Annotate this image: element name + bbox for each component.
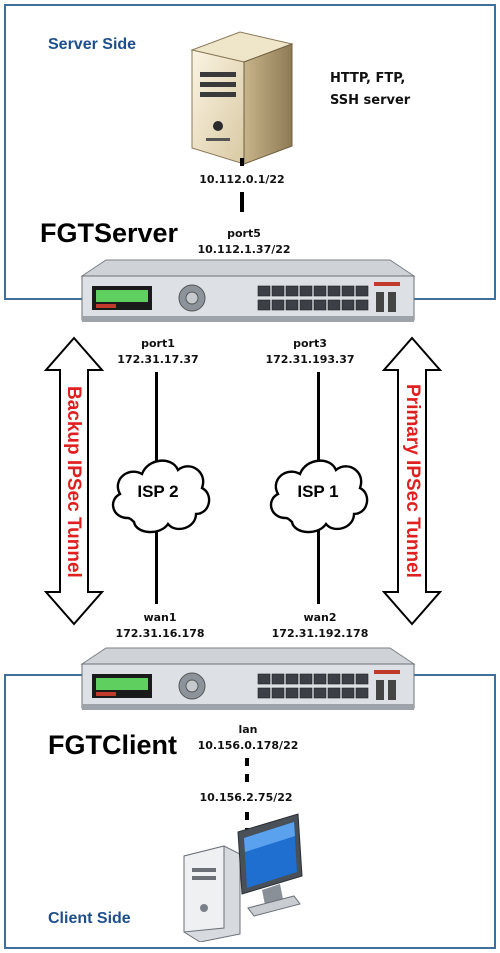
client-pc-icon xyxy=(183,813,303,942)
fgt-to-client-link-lower xyxy=(245,812,253,836)
wan1-ip: 172.31.16.178 xyxy=(115,627,205,640)
port1-name: port1 xyxy=(141,337,175,350)
primary-tunnel-label: Primary IPSec Tunnel xyxy=(402,384,423,578)
client-side-title: Client Side xyxy=(48,910,131,927)
isp1-label: ISP 1 xyxy=(297,482,339,501)
backup-tunnel-arrow xyxy=(44,336,104,626)
isp2-label: ISP 2 xyxy=(137,482,179,501)
server-side-title: Server Side xyxy=(48,36,137,53)
server-to-fgt-link xyxy=(240,158,248,166)
fortigate-server-appliance xyxy=(80,259,416,322)
port3-ip: 172.31.193.37 xyxy=(265,353,355,366)
fgtclient-title: FGTClient xyxy=(48,730,177,760)
isp2-link-lower xyxy=(155,526,158,604)
server-services-line2: SSH server xyxy=(330,93,411,108)
isp2-link-upper xyxy=(155,372,158,462)
backup-tunnel-label: Backup IPSec Tunnel xyxy=(63,386,84,578)
wan1-name: wan1 xyxy=(143,611,177,624)
port5-name: port5 xyxy=(227,227,261,240)
wan2-ip: 172.31.192.178 xyxy=(271,627,369,640)
server-services-line1: HTTP, FTP, xyxy=(330,71,406,86)
lan-ip: 10.156.0.178/22 xyxy=(197,739,299,752)
port3-name: port3 xyxy=(293,337,327,350)
server-to-fgt-link-lower xyxy=(240,192,244,212)
client-ip-label: 10.156.2.75/22 xyxy=(199,791,293,804)
server-ip-label: 10.112.0.1/22 xyxy=(199,173,285,186)
port5-ip: 10.112.1.37/22 xyxy=(197,243,291,256)
wan2-name: wan2 xyxy=(303,611,337,624)
fgtserver-title: FGTServer xyxy=(40,218,179,248)
port1-ip: 172.31.17.37 xyxy=(117,353,199,366)
fortigate-client-appliance xyxy=(80,647,416,710)
isp1-link-upper xyxy=(317,372,320,462)
fgt-to-client-link xyxy=(245,758,253,782)
isp2-cloud-icon xyxy=(111,459,211,534)
server-icon xyxy=(190,31,294,165)
isp1-link-lower xyxy=(317,526,320,604)
isp1-cloud-icon xyxy=(269,459,369,534)
lan-name: lan xyxy=(238,723,258,736)
primary-tunnel-arrow xyxy=(382,336,442,626)
